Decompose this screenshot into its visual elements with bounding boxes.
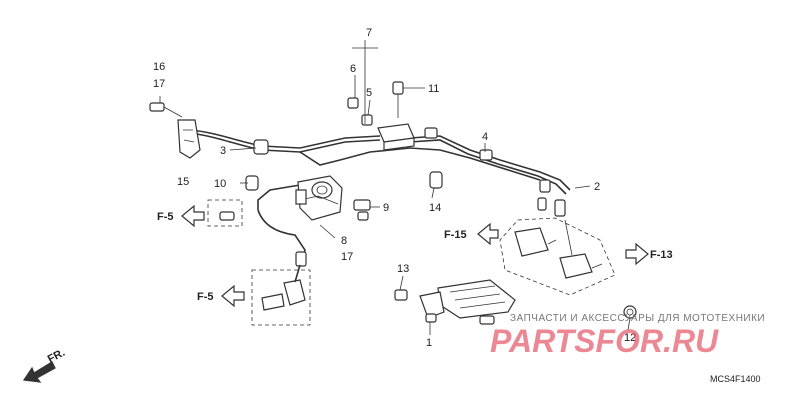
callout-5: 5: [366, 87, 372, 99]
ref-f13: F-13: [625, 242, 673, 266]
brake-pipes: [189, 129, 571, 266]
leader-lines: [159, 40, 631, 335]
callout-12: 12: [624, 332, 636, 344]
ref-f5-upper: F-5: [157, 204, 205, 228]
rear-hose-joint: [261, 264, 306, 311]
proportioning-valve: [295, 175, 343, 221]
callout-14: 14: [429, 202, 441, 214]
ref-f13-label: F-13: [650, 249, 673, 261]
three-way-joint: [347, 81, 415, 151]
ref-f5-upper-label: F-5: [157, 211, 174, 223]
right-hose-units: [514, 219, 603, 279]
ref-f15-label: F-15: [444, 229, 467, 241]
diagram-code: MCS4F1400: [710, 374, 761, 384]
callout-16: 16: [153, 61, 165, 73]
bottom-bracket: [394, 279, 637, 325]
left-mount-bracket: [149, 102, 201, 159]
callout-9: 9: [383, 202, 389, 214]
watermark-tagline: ЗАПЧАСТИ И АКСЕССУАРЫ ДЛЯ МОТОТЕХНИКИ: [510, 313, 765, 324]
callout-17-bottom: 17: [341, 251, 353, 263]
watermark-brand: PARTSFOR.RU: [490, 323, 719, 359]
callout-1: 1: [426, 337, 432, 349]
callout-2: 2: [594, 181, 600, 193]
front-arrow-icon: [22, 361, 56, 383]
callout-15: 15: [177, 176, 189, 188]
callout-6: 6: [350, 63, 356, 75]
ref-f13-arrow-icon: [625, 242, 649, 266]
callout-8: 8: [341, 235, 347, 247]
callout-13: 13: [397, 263, 409, 275]
ref-f15-arrow-icon: [477, 222, 499, 246]
callout-4: 4: [482, 131, 488, 143]
watermark: ЗАПЧАСТИ И АКСЕССУАРЫ ДЛЯ МОТОТЕХНИКИ PA…: [490, 313, 765, 359]
callout-10: 10: [214, 178, 226, 190]
part-callouts: 16 17 15 3 10 7 6 5 11 4 2 14 9 8 17 13 …: [153, 27, 636, 349]
ref-f5-upper-arrow-icon: [181, 204, 205, 228]
ref-f15: F-15: [444, 222, 499, 246]
front-direction-marker: FR.: [22, 347, 67, 383]
pipe-clamps: [219, 127, 566, 267]
reference-boxes: [207, 199, 616, 326]
callout-17-top: 17: [153, 78, 165, 90]
front-label: FR.: [46, 347, 67, 366]
callout-3: 3: [220, 145, 226, 157]
ref-f5-lower: F-5: [197, 284, 245, 308]
ref-f5-lower-arrow-icon: [221, 284, 245, 308]
callout-11: 11: [428, 83, 439, 95]
ref-f5-lower-label: F-5: [197, 291, 214, 303]
callout-7: 7: [366, 27, 372, 39]
